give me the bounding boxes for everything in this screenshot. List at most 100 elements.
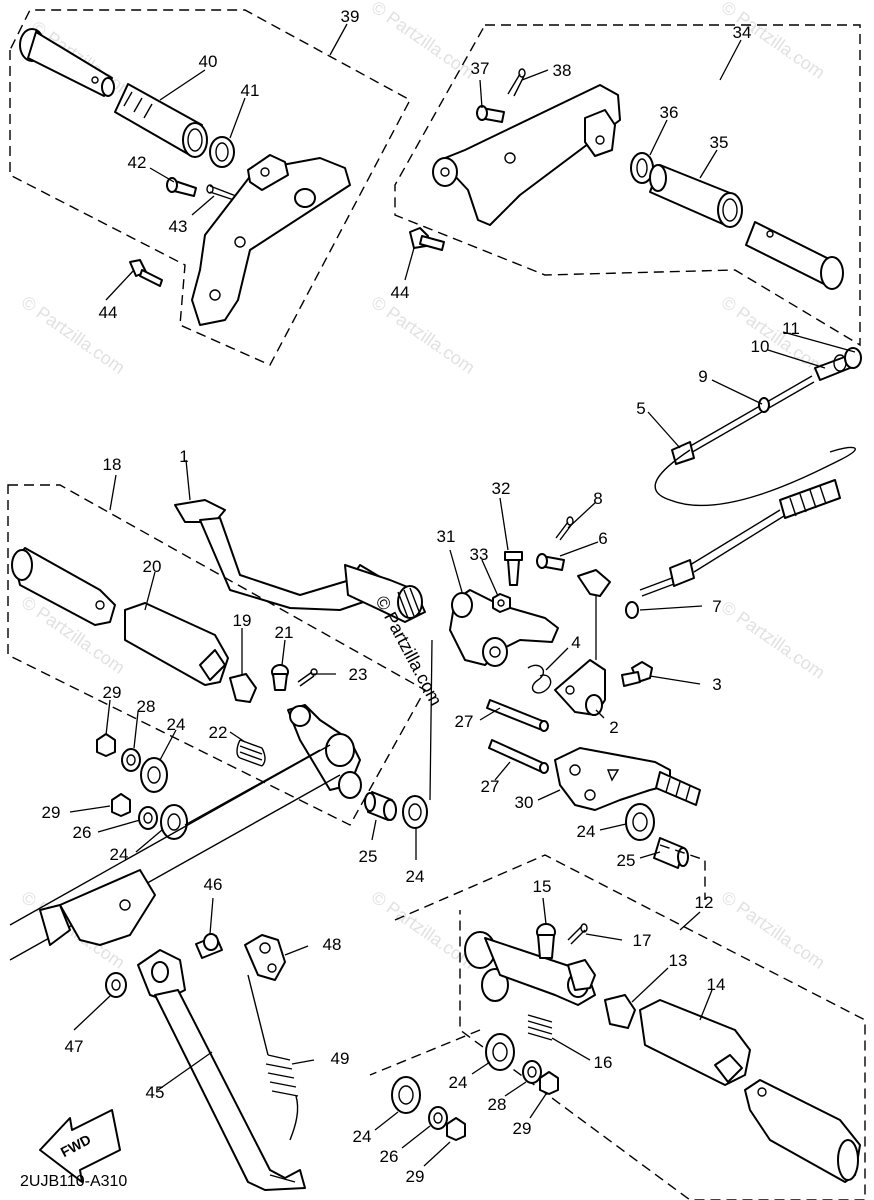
pin-42: [166, 177, 197, 197]
label-14: 14: [707, 975, 726, 994]
watermark: © Partzilla.com: [718, 292, 829, 378]
bracket-19: [229, 673, 257, 703]
cotter-pin-43: [206, 184, 237, 201]
nut-47: [105, 972, 127, 998]
watermark: © Partzilla.com: [368, 887, 479, 973]
plate-48: [244, 934, 286, 981]
collar-24-right: [625, 803, 655, 841]
label-21: 21: [275, 623, 294, 642]
nut-29-right-b: [446, 1117, 466, 1141]
brake-pivot-31: [449, 589, 559, 667]
label-48: 48: [323, 935, 342, 954]
label-29-upper: 29: [103, 683, 122, 702]
footrest-bracket-left: [191, 154, 351, 326]
nut-29-right-a: [539, 1071, 559, 1095]
label-6: 6: [598, 529, 607, 548]
bracket-30: [554, 747, 701, 811]
label-4: 4: [571, 633, 580, 652]
label-44-left: 44: [99, 303, 118, 322]
label-31: 31: [437, 527, 456, 546]
footrest-rubber-20: [124, 602, 229, 686]
label-38: 38: [553, 61, 572, 80]
footrest-pin-40: [19, 28, 115, 97]
nut-33: [492, 593, 511, 613]
label-35: 35: [710, 133, 729, 152]
bolt-44-right: [409, 227, 445, 251]
label-17: 17: [633, 931, 652, 950]
label-13: 13: [669, 951, 688, 970]
watermark: © Partzilla.com: [718, 597, 829, 683]
label-11: 11: [782, 319, 800, 338]
cable-adjuster: [577, 347, 862, 597]
group-12-outline: [369, 844, 866, 1200]
pin-37: [476, 105, 505, 123]
pin-27-upper: [486, 699, 549, 732]
label-15: 15: [533, 877, 552, 896]
label-36: 36: [660, 103, 679, 122]
label-24-right-lower-a: 24: [449, 1073, 468, 1092]
brake-pedal-1: [174, 499, 426, 623]
label-2: 2: [609, 718, 618, 737]
collar-24-left-b: [160, 804, 188, 840]
spring-16: [527, 1014, 553, 1041]
cotter-17: [567, 923, 588, 945]
label-24-center: 24: [406, 867, 425, 886]
watermark: © Partzilla.com: [368, 292, 479, 378]
label-12: 12: [695, 893, 714, 912]
cotter-pin-38: [507, 68, 526, 97]
label-45: 45: [146, 1083, 165, 1102]
footrest-bracket-right-lower: [464, 931, 596, 1006]
label-28-left: 28: [137, 697, 156, 716]
diagram-code: 2UJB110-A310: [20, 1173, 127, 1190]
label-43: 43: [169, 217, 188, 236]
footrest-rubber-35: [649, 164, 743, 228]
label-18: 18: [103, 455, 122, 474]
label-24-left-b: 24: [110, 845, 129, 864]
washer-28-left: [121, 748, 141, 772]
label-32: 32: [492, 479, 511, 498]
label-24-right: 24: [577, 822, 596, 841]
label-37: 37: [471, 59, 490, 78]
label-41: 41: [241, 81, 260, 100]
pin-6: [536, 553, 565, 571]
watermarks: © Partzilla.com © Partzilla.com © Partzi…: [18, 0, 829, 973]
bracket-13: [604, 994, 636, 1029]
label-39: 39: [341, 7, 360, 26]
washer-41: [209, 136, 235, 168]
label-20: 20: [143, 557, 162, 576]
label-47: 47: [65, 1037, 84, 1056]
watermark: © Partzilla.com: [368, 0, 479, 83]
label-26-left: 26: [73, 823, 92, 842]
label-49: 49: [331, 1049, 350, 1068]
nut-29-lower: [111, 793, 131, 817]
side-stand-45: [137, 949, 306, 1191]
mount-bracket-left: [287, 704, 362, 799]
label-25-right: 25: [617, 851, 636, 870]
cotter-23: [297, 668, 318, 687]
plate-2: [554, 659, 606, 716]
cotter-8: [555, 516, 574, 541]
bolt-46: [195, 933, 223, 959]
label-29-right-b: 29: [406, 1167, 425, 1186]
washer-26-left: [138, 806, 158, 830]
label-30: 30: [515, 793, 534, 812]
washer-28-right: [522, 1060, 542, 1084]
label-19: 19: [233, 611, 252, 630]
spring-49: [247, 974, 299, 1141]
collar-24-center: [402, 795, 428, 829]
collar-24-right-lower-a: [485, 1033, 515, 1071]
pin-27-lower: [488, 739, 549, 774]
label-8: 8: [593, 489, 602, 508]
footrest-rubber-14: [639, 999, 751, 1086]
footrest-bracket-right: [432, 84, 621, 226]
frame-tube: [9, 744, 341, 961]
spring-22: [236, 739, 266, 767]
footrest-pin-35: [745, 221, 844, 290]
pin-15: [536, 923, 556, 959]
label-5: 5: [636, 399, 645, 418]
label-1: 1: [179, 447, 188, 466]
label-22: 22: [209, 723, 228, 742]
nut-29-upper: [96, 733, 116, 757]
label-9: 9: [698, 367, 707, 386]
footpeg-left: [11, 547, 116, 626]
